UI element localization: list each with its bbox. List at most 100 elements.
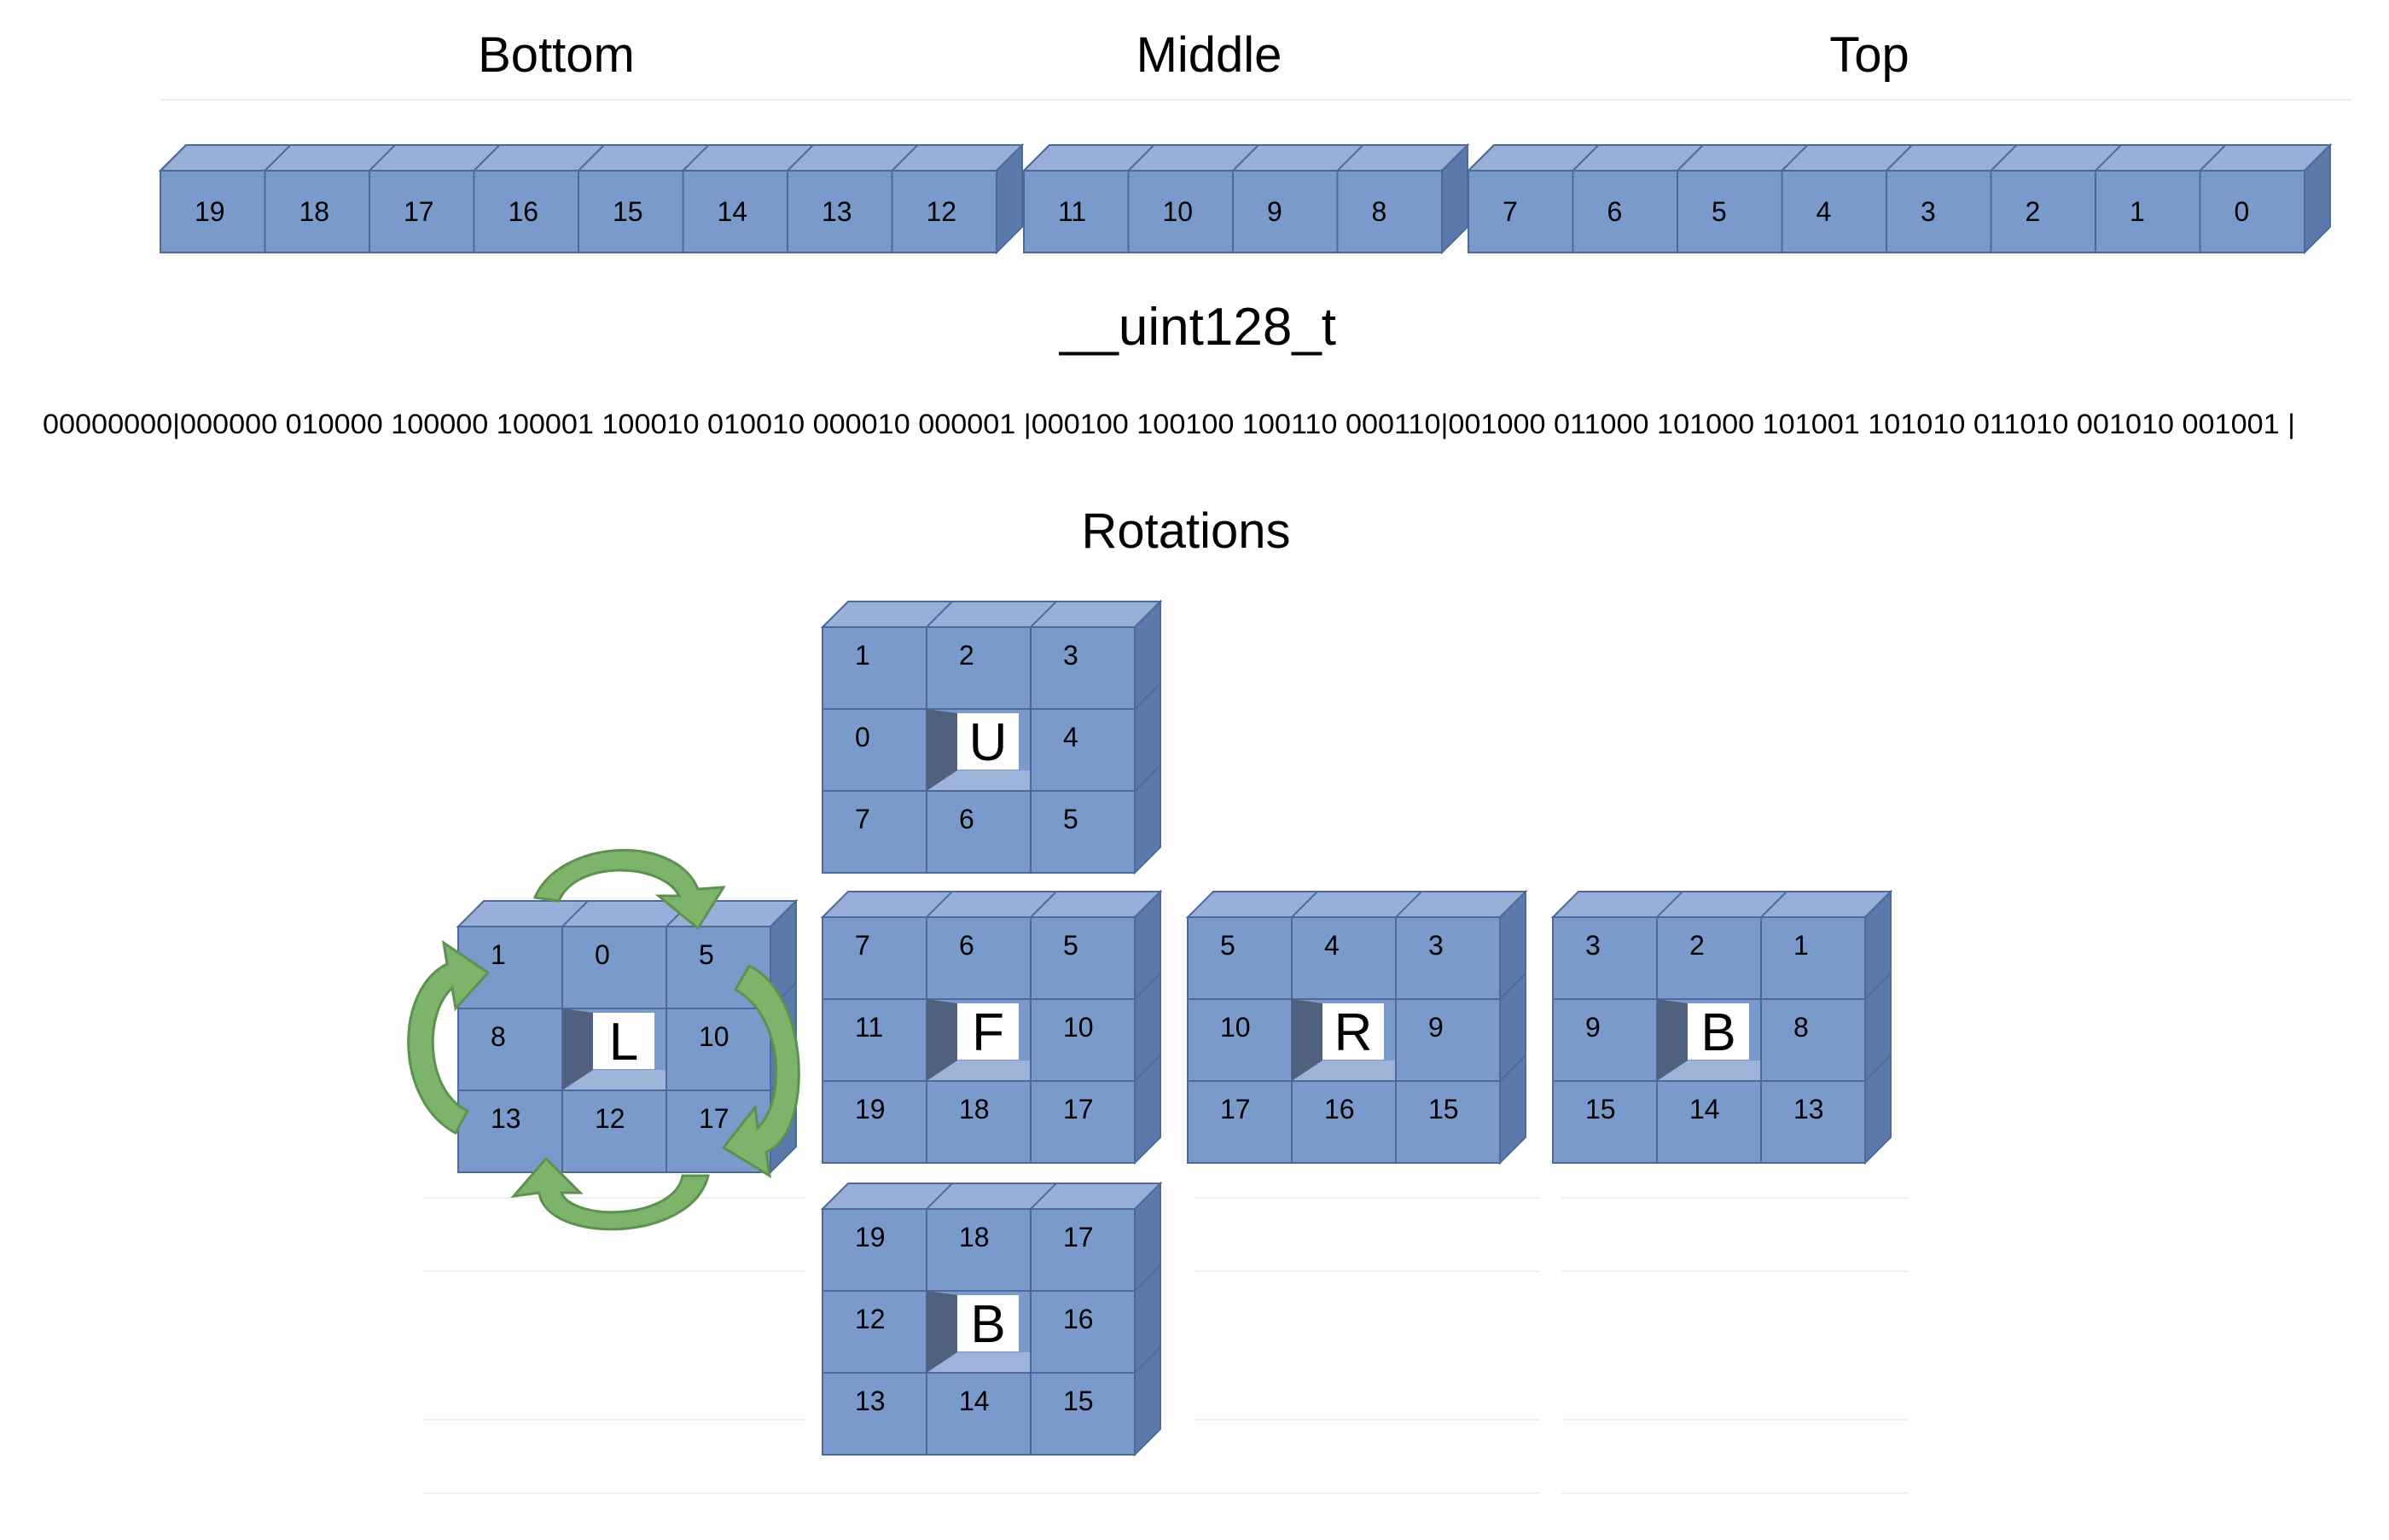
register-cell-edge	[1990, 144, 2018, 171]
face-cell	[926, 916, 1032, 1000]
register-cell-label: 14	[718, 196, 748, 227]
arrow-right	[721, 964, 800, 1178]
face-cell-label: 5	[1063, 804, 1078, 834]
face-cell-label: 12	[855, 1304, 886, 1334]
face-side-edge	[1499, 973, 1526, 1000]
register-cell	[1990, 170, 2096, 253]
face-cell	[1187, 1080, 1293, 1164]
section-title-bottom: Bottom	[478, 27, 635, 83]
register-cell-label: 11	[1058, 196, 1086, 227]
face-top-edge	[1030, 601, 1057, 628]
type-label: __uint128_t	[1059, 298, 1336, 357]
face-cell-label: 15	[1585, 1094, 1616, 1124]
face-cell	[1030, 1290, 1136, 1374]
register-cell-label: 6	[1607, 196, 1623, 227]
register-cell	[891, 170, 997, 253]
face-cell-label: 10	[699, 1021, 729, 1052]
face-cell	[1552, 916, 1658, 1000]
face-label-box	[1322, 1003, 1384, 1060]
face-label: L	[609, 1013, 638, 1072]
face-cell-label: 9	[1585, 1012, 1601, 1043]
face-top-surface	[820, 1183, 1163, 1210]
register-cell	[1572, 170, 1678, 253]
face-cell-label: 17	[699, 1103, 729, 1134]
face-side-surface	[1134, 889, 1161, 1165]
face-label-box	[957, 713, 1019, 770]
face-label: B	[1700, 1003, 1735, 1062]
register-cell-label: 9	[1267, 196, 1282, 227]
face-cell	[1030, 1208, 1136, 1292]
face-top-surface	[820, 601, 1163, 628]
face-side-edge	[1864, 973, 1892, 1000]
face-cell	[1552, 998, 1658, 1082]
register-cell-edge	[1886, 144, 1913, 171]
face-cell	[1552, 1080, 1658, 1164]
face-side-surface	[1134, 599, 1161, 875]
face-cell-label: 2	[1689, 930, 1705, 961]
face-cell	[822, 1208, 927, 1292]
register-cell	[1232, 170, 1339, 253]
face-cell-label: 19	[855, 1094, 886, 1124]
face-cell-label: 8	[491, 1021, 506, 1052]
face-top-surface	[820, 891, 1163, 918]
face-cell-label: 12	[595, 1103, 625, 1134]
register-cell	[2199, 170, 2305, 253]
register-cell-label: 10	[1163, 196, 1194, 227]
face-cell	[822, 626, 927, 710]
face-top-edge	[1030, 891, 1057, 918]
register-cell	[1886, 170, 1992, 253]
face-cell	[926, 626, 1032, 710]
register-cell	[264, 170, 370, 253]
face-hole-floor	[1292, 1061, 1396, 1081]
face-cell-label: 17	[1063, 1222, 1094, 1252]
face-label: R	[1334, 1003, 1373, 1062]
section-title-top: Top	[1829, 27, 1909, 83]
register-cell-label: 3	[1921, 196, 1936, 227]
register-cell-edge	[891, 144, 919, 171]
face-cell	[1187, 998, 1293, 1082]
register-cell	[473, 170, 579, 253]
register-cell-edge	[2199, 144, 2227, 171]
face-side-edge	[1864, 1055, 1892, 1082]
face-cell-label: 13	[491, 1103, 521, 1134]
register-cell-edge	[1677, 144, 1704, 171]
face-cell	[926, 790, 1032, 874]
face-cell	[666, 1008, 771, 1091]
register-cell-label: 1	[2130, 196, 2145, 227]
face-cell-label: 13	[855, 1386, 886, 1416]
register-cell-edge	[1336, 144, 1364, 171]
register-cell-edge	[1127, 144, 1155, 171]
face-cell	[822, 790, 927, 874]
face-top-surface	[1550, 891, 1893, 918]
face-cell	[1395, 998, 1501, 1082]
face-cell	[1760, 1080, 1866, 1164]
face-side-surface	[1134, 1181, 1161, 1457]
face-cell-label: 6	[959, 804, 974, 834]
face-cell-label: 11	[855, 1012, 883, 1043]
register-cell-edge	[264, 144, 292, 171]
face-cell-label: 13	[1793, 1094, 1824, 1124]
face-side-edge	[1134, 1055, 1161, 1082]
face-cell-label: 0	[855, 722, 870, 753]
face-cell-label: 15	[1063, 1386, 1094, 1416]
face-cell	[1395, 916, 1501, 1000]
register-cell	[160, 170, 266, 253]
face-cell	[822, 708, 927, 792]
face-side-edge	[1134, 683, 1161, 710]
face-label: U	[969, 713, 1008, 772]
register-cell-label: 4	[1816, 196, 1832, 227]
register-cell-label: 7	[1503, 196, 1518, 227]
face-label-box	[1688, 1003, 1749, 1060]
face-cell	[1030, 998, 1136, 1082]
register-cell-edge	[1232, 144, 1259, 171]
register-cell	[1677, 170, 1783, 253]
face-side-edge	[1134, 764, 1161, 792]
face-side-edge	[1134, 1346, 1161, 1374]
register-cell-edge	[1023, 144, 1050, 171]
face-cell-label: 18	[959, 1222, 990, 1252]
face-cell	[1030, 1080, 1136, 1164]
